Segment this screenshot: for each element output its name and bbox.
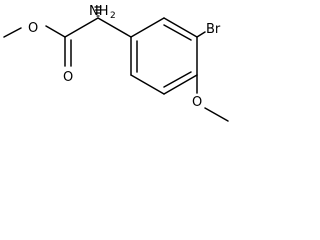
bond-methoxy-methyl: [204, 107, 229, 122]
methoxy-oxygen-label: O: [192, 95, 202, 110]
bond-ester-oxygen-carbonyl: [45, 25, 66, 38]
benzene-ring: [130, 17, 198, 95]
bond-methyl-ester-oxygen: [3, 27, 22, 38]
hashed-wedge-bond: [94, 6, 102, 17]
carbonyl-oxygen-label: O: [63, 70, 73, 85]
bromo-label: Br: [206, 22, 221, 37]
amine-label: NH: [89, 4, 109, 19]
ester-oxygen-label: O: [28, 21, 38, 36]
bond-alpha-ring: [97, 17, 132, 38]
bond-carbonyl-alpha: [64, 17, 99, 38]
molecule-structure: NH 2 O O Br O: [3, 4, 229, 122]
bond-ring-bromo: [196, 31, 206, 38]
amine-subscript-label: 2: [110, 11, 116, 21]
